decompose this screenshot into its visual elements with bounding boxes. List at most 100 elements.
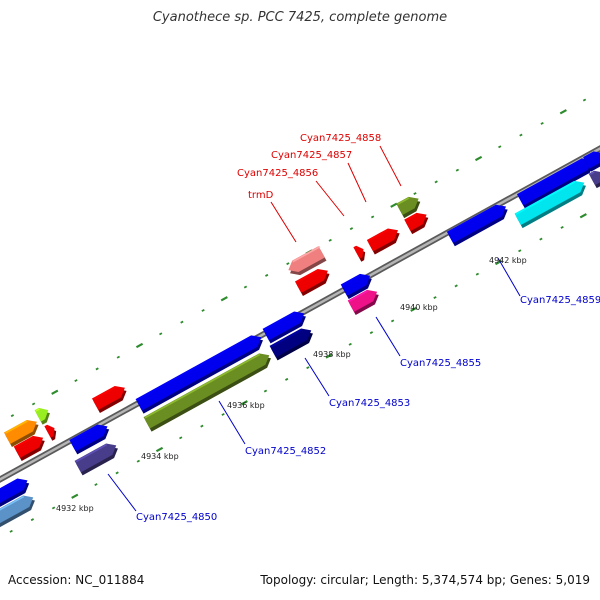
gene-label-trmd: trmD <box>248 190 274 201</box>
inner-tick <box>518 249 522 253</box>
outer-tick <box>540 121 544 125</box>
inner-tick <box>94 483 98 487</box>
outer-tick <box>31 402 36 406</box>
gene-label-cyan7425-4852: Cyan7425_4852 <box>245 446 326 457</box>
label-leaders <box>107 145 521 512</box>
leader-4858 <box>379 145 402 187</box>
inner-tick <box>390 319 395 323</box>
gene-cyan <box>514 180 586 229</box>
outer-tick <box>180 320 184 324</box>
inner-tick <box>475 272 480 276</box>
inner-tick <box>71 493 79 499</box>
inner-tick <box>221 412 225 416</box>
inner-tick <box>136 459 140 463</box>
outer-tick <box>582 98 587 102</box>
gene-label-cyan7425-4858: Cyan7425_4858 <box>300 133 381 144</box>
gene-red-4856 <box>353 245 366 262</box>
scale-ticks <box>9 98 587 533</box>
gene-blue-f <box>516 158 594 209</box>
map-title: Cyanothece sp. PCC 7425, complete genome <box>152 10 448 25</box>
gene-lime <box>34 407 50 425</box>
gene-blue-e <box>446 204 508 247</box>
gene-navy <box>269 328 313 361</box>
gene-orange <box>3 419 39 447</box>
gene-red-c <box>294 268 330 296</box>
outer-tick <box>286 262 290 266</box>
outer-tick <box>243 285 248 289</box>
tick-label-4942: 4942 kbp <box>489 256 527 265</box>
tick-label-4932: 4932 kbp <box>56 504 94 513</box>
inner-tick <box>263 389 268 393</box>
inner-tick <box>200 424 204 428</box>
leader-4852 <box>218 400 246 445</box>
gene-olive-long <box>143 353 271 432</box>
gene-label-cyan7425-4850: Cyan7425_4850 <box>136 512 217 523</box>
inner-tick <box>325 353 333 359</box>
leader-4853 <box>304 357 330 397</box>
gene-red-b <box>91 385 127 413</box>
gene-steel <box>0 495 35 528</box>
outer-tick <box>390 202 398 208</box>
inner-tick <box>494 259 503 266</box>
leader-4850 <box>107 473 137 512</box>
outer-tick <box>220 296 228 302</box>
outer-tick <box>434 180 438 184</box>
inner-tick <box>348 342 352 346</box>
outer-tick <box>519 133 523 137</box>
inner-tick <box>306 366 310 370</box>
gene-blue-b <box>69 424 110 455</box>
outer-tick <box>474 155 483 162</box>
inner-tick <box>179 436 183 440</box>
gene-label-cyan7425-4853: Cyan7425_4853 <box>329 398 410 409</box>
kbp-labels: 4932 kbp 4934 kbp 4936 kbp 4938 kbp 4940… <box>56 256 527 513</box>
tick-label-4934: 4934 kbp <box>141 452 179 461</box>
outer-tick <box>264 273 269 277</box>
gene-label-cyan7425-4857: Cyan7425_4857 <box>271 150 352 161</box>
outer-tick <box>413 192 417 196</box>
outer-tick <box>74 379 78 383</box>
gene-red-4858b <box>404 212 429 235</box>
inner-tick <box>369 331 374 335</box>
inner-tick <box>284 377 289 381</box>
leader-4857 <box>347 162 367 203</box>
gene-red-4857 <box>366 228 400 255</box>
gene-blue-d <box>340 273 372 300</box>
topology-text: Topology: circular; Length: 5,374,574 bp… <box>260 573 590 587</box>
gene-red-small <box>44 424 57 441</box>
inner-tick <box>454 284 458 288</box>
gene-trmd <box>288 245 327 276</box>
inner-tick <box>539 237 543 241</box>
gene-blue-c <box>262 311 306 344</box>
inner-tick <box>433 296 437 300</box>
outer-tick <box>559 109 567 115</box>
inner-tick <box>155 446 164 453</box>
gene-blue-g <box>583 151 600 172</box>
gene-slate-b <box>588 170 600 189</box>
leader-4855 <box>375 316 401 357</box>
tick-label-4936: 4936 kbp <box>227 401 265 410</box>
gene-features <box>0 151 600 528</box>
inner-tick <box>410 306 418 312</box>
gene-label-cyan7425-4859: Cyan7425_4859 <box>520 295 600 306</box>
inner-tick <box>240 400 248 406</box>
gene-labels: Cyan7425_4850 Cyan7425_4852 Cyan7425_485… <box>136 133 600 523</box>
leader-4856 <box>315 180 345 217</box>
inner-tick <box>30 518 35 522</box>
outer-tick <box>201 308 205 312</box>
outer-tick <box>455 168 460 172</box>
gene-magenta <box>347 289 379 316</box>
gene-blue-edge <box>0 478 30 509</box>
inner-tick <box>579 213 587 219</box>
outer-tick <box>349 227 354 231</box>
outer-tick <box>370 215 375 219</box>
inner-tick <box>560 225 564 229</box>
outer-tick <box>51 389 59 395</box>
gene-red-a <box>13 435 45 462</box>
leader-4859 <box>497 257 521 297</box>
outer-tick <box>116 355 120 359</box>
gene-label-cyan7425-4855: Cyan7425_4855 <box>400 358 481 369</box>
outer-tick <box>135 342 144 349</box>
outer-tick <box>328 238 332 242</box>
gene-olive-4858 <box>396 196 421 219</box>
